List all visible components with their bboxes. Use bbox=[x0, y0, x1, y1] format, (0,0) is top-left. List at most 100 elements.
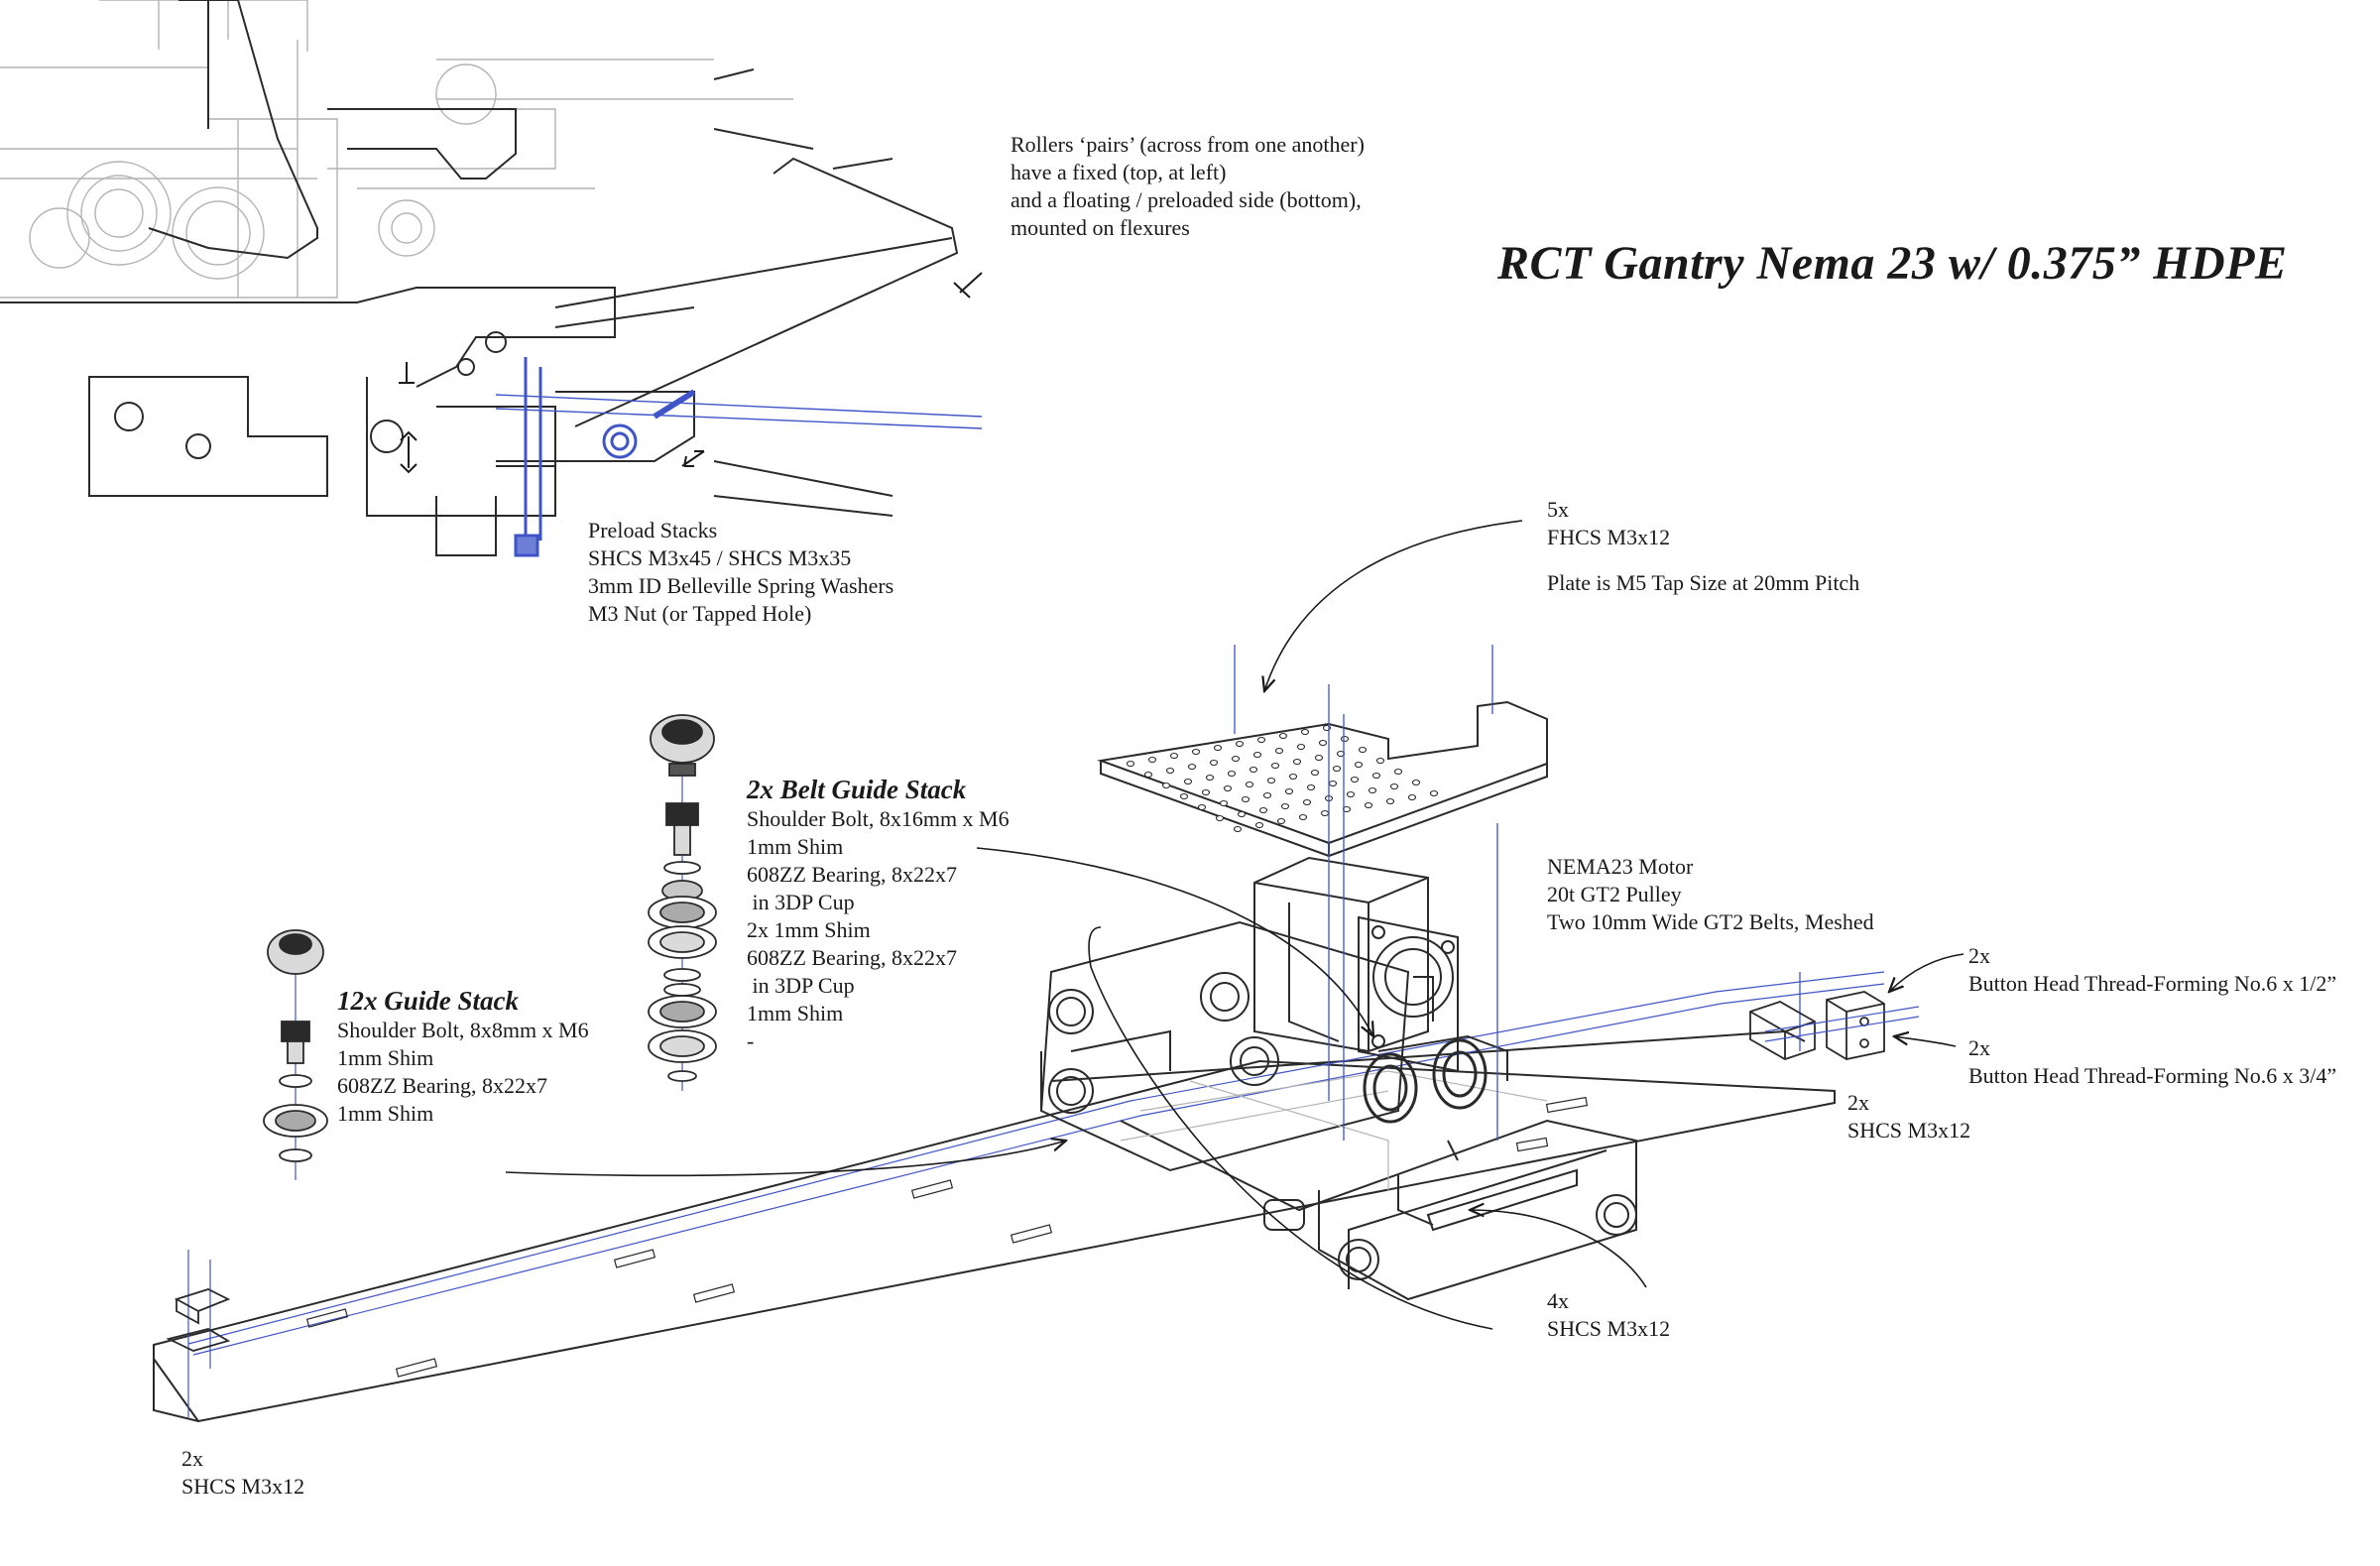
drawing-title: RCT Gantry Nema 23 w/ 0.375” HDPE bbox=[1497, 237, 2288, 290]
tapped-hole bbox=[1213, 744, 1223, 752]
tapped-hole bbox=[1411, 779, 1421, 786]
belt-guide-line: in 3DP Cup bbox=[747, 890, 855, 914]
end-block-left bbox=[166, 1288, 231, 1352]
fhcs-count: 5x bbox=[1547, 497, 1569, 522]
tapped-hole bbox=[1227, 770, 1237, 778]
belt-guide-title: 2x Belt Guide Stack bbox=[747, 775, 967, 804]
rollers-note-line: have a fixed (top, at left) bbox=[1011, 160, 1227, 184]
tapped-hole bbox=[1219, 799, 1229, 807]
tapped-hole bbox=[1340, 735, 1350, 743]
guide-line: 608ZZ Bearing, 8x22x7 bbox=[337, 1073, 548, 1098]
leader-belt-guide bbox=[976, 847, 1373, 1036]
preload-note-line: 3mm ID Belleville Spring Washers bbox=[588, 573, 894, 598]
motor-note-line: 20t GT2 Pulley bbox=[1547, 882, 1682, 906]
tapped-hole bbox=[1205, 774, 1215, 782]
tapped-hole bbox=[1183, 778, 1193, 785]
tapped-hole bbox=[1241, 795, 1250, 803]
leader-fhcs bbox=[1264, 520, 1523, 691]
tapped-hole bbox=[1245, 781, 1254, 788]
button-head-half-part: Button Head Thread-Forming No.6 x 1/2” bbox=[1968, 971, 2337, 996]
shcs-center-part: SHCS M3x12 bbox=[1547, 1316, 1671, 1341]
tapped-hole bbox=[1191, 748, 1201, 756]
tapped-hole bbox=[1231, 755, 1241, 763]
belt-clamp-right bbox=[1749, 991, 1885, 1060]
shcs-center-note: 4x SHCS M3x12 bbox=[1547, 1287, 1670, 1343]
belt-guide-line: 608ZZ Bearing, 8x22x7 bbox=[747, 862, 958, 887]
tapped-hole bbox=[1266, 777, 1276, 784]
guide-line: Shoulder Bolt, 8x8mm x M6 bbox=[337, 1018, 589, 1042]
tapped-hole bbox=[1223, 784, 1233, 792]
motor-note-line: Two 10mm Wide GT2 Belts, Meshed bbox=[1547, 909, 1874, 934]
tapped-hole bbox=[1429, 789, 1439, 797]
preload-stack-bolts bbox=[495, 357, 983, 557]
tapped-hole bbox=[1280, 802, 1290, 810]
tapped-hole bbox=[1284, 787, 1294, 795]
tapped-hole bbox=[1306, 783, 1316, 791]
tapped-hole bbox=[1364, 801, 1373, 809]
rollers-note-line: and a floating / preloaded side (bottom)… bbox=[1011, 187, 1362, 212]
plate-tapped-holes bbox=[1126, 724, 1439, 833]
fixed-symbol-icon bbox=[399, 362, 415, 384]
tapped-hole bbox=[1235, 740, 1245, 748]
leader-belt-guide-2 bbox=[1088, 926, 1493, 1330]
tapped-hole bbox=[1278, 732, 1288, 740]
guide-stack-note: 12x Guide Stack Shoulder Bolt, 8x8mm x M… bbox=[337, 985, 589, 1128]
leader-button-half bbox=[1889, 953, 1964, 992]
leader-shcs-center bbox=[1470, 1210, 1647, 1288]
tapped-hole bbox=[1288, 773, 1298, 781]
tapped-hole bbox=[1161, 782, 1171, 789]
tapped-hole bbox=[1346, 790, 1356, 798]
tapped-hole bbox=[1258, 806, 1268, 814]
shcs-left-note: 2x SHCS M3x12 bbox=[181, 1445, 304, 1501]
nema23-motor bbox=[1253, 856, 1459, 1073]
preload-note-line: Preload Stacks bbox=[588, 518, 718, 542]
belt-guide-line: 2x 1mm Shim bbox=[747, 917, 871, 942]
plate-note: Plate is M5 Tap Size at 20mm Pitch bbox=[1547, 570, 1860, 595]
motor-mount-screw-lines bbox=[1234, 645, 1801, 1141]
leader-button-three-quarter bbox=[1894, 1036, 1957, 1047]
rail-slots bbox=[305, 1096, 1589, 1378]
tapped-hole bbox=[1358, 746, 1368, 754]
button-head-three-quarter-part: Button Head Thread-Forming No.6 x 3/4” bbox=[1968, 1063, 2337, 1088]
tapped-hole bbox=[1126, 760, 1135, 768]
carriage-body bbox=[1039, 920, 1637, 1301]
flex-arrow-icon bbox=[681, 450, 705, 467]
tapped-hole bbox=[1147, 756, 1157, 764]
belt-guide-line: in 3DP Cup bbox=[747, 973, 855, 998]
tapped-hole bbox=[1215, 814, 1225, 822]
tapped-hole bbox=[1274, 747, 1284, 755]
tapped-hole bbox=[1252, 751, 1262, 759]
belt-guide-stack-note: 2x Belt Guide Stack Shoulder Bolt, 8x16m… bbox=[747, 774, 1010, 1055]
clamp-belt-lines bbox=[1764, 1006, 1920, 1042]
tapped-hole bbox=[1256, 736, 1266, 744]
belt-guide-line: 1mm Shim bbox=[747, 1001, 844, 1025]
tapped-hole bbox=[1393, 768, 1403, 776]
guide-line: 1mm Shim bbox=[337, 1045, 434, 1070]
fhcs-part: FHCS M3x12 bbox=[1547, 525, 1671, 549]
guide-line: 1mm Shim bbox=[337, 1101, 434, 1126]
rollers-note-line: Rollers ‘pairs’ (across from one another… bbox=[1011, 132, 1365, 157]
guide-title: 12x Guide Stack bbox=[337, 986, 520, 1016]
tapped-hole bbox=[1328, 780, 1338, 787]
fhcs-note: 5x FHCS M3x12 Plate is M5 Tap Size at 20… bbox=[1547, 496, 1859, 597]
tapped-hole bbox=[1407, 793, 1417, 801]
tapped-hole bbox=[1300, 728, 1310, 736]
tapped-hole bbox=[1371, 772, 1381, 780]
tapped-hole bbox=[1385, 797, 1395, 805]
tapped-hole bbox=[1179, 792, 1189, 800]
tapped-hole bbox=[1350, 776, 1360, 783]
tapped-hole bbox=[1201, 788, 1211, 796]
shcs-right-note: 2x SHCS M3x12 bbox=[1847, 1089, 1970, 1144]
button-head-half-count: 2x bbox=[1968, 943, 1990, 968]
tapped-hole bbox=[1254, 821, 1264, 829]
shcs-right-count: 2x bbox=[1847, 1090, 1869, 1115]
rollers-note: Rollers ‘pairs’ (across from one another… bbox=[1011, 131, 1365, 242]
tapped-hole bbox=[1165, 767, 1175, 775]
shcs-left-count: 2x bbox=[181, 1446, 203, 1471]
tapped-hole bbox=[1249, 766, 1258, 774]
tapped-hole bbox=[1318, 739, 1328, 747]
tapped-hole bbox=[1320, 809, 1330, 817]
tapped-hole bbox=[1298, 813, 1308, 821]
belt-guide-stack-parts bbox=[648, 714, 717, 1091]
